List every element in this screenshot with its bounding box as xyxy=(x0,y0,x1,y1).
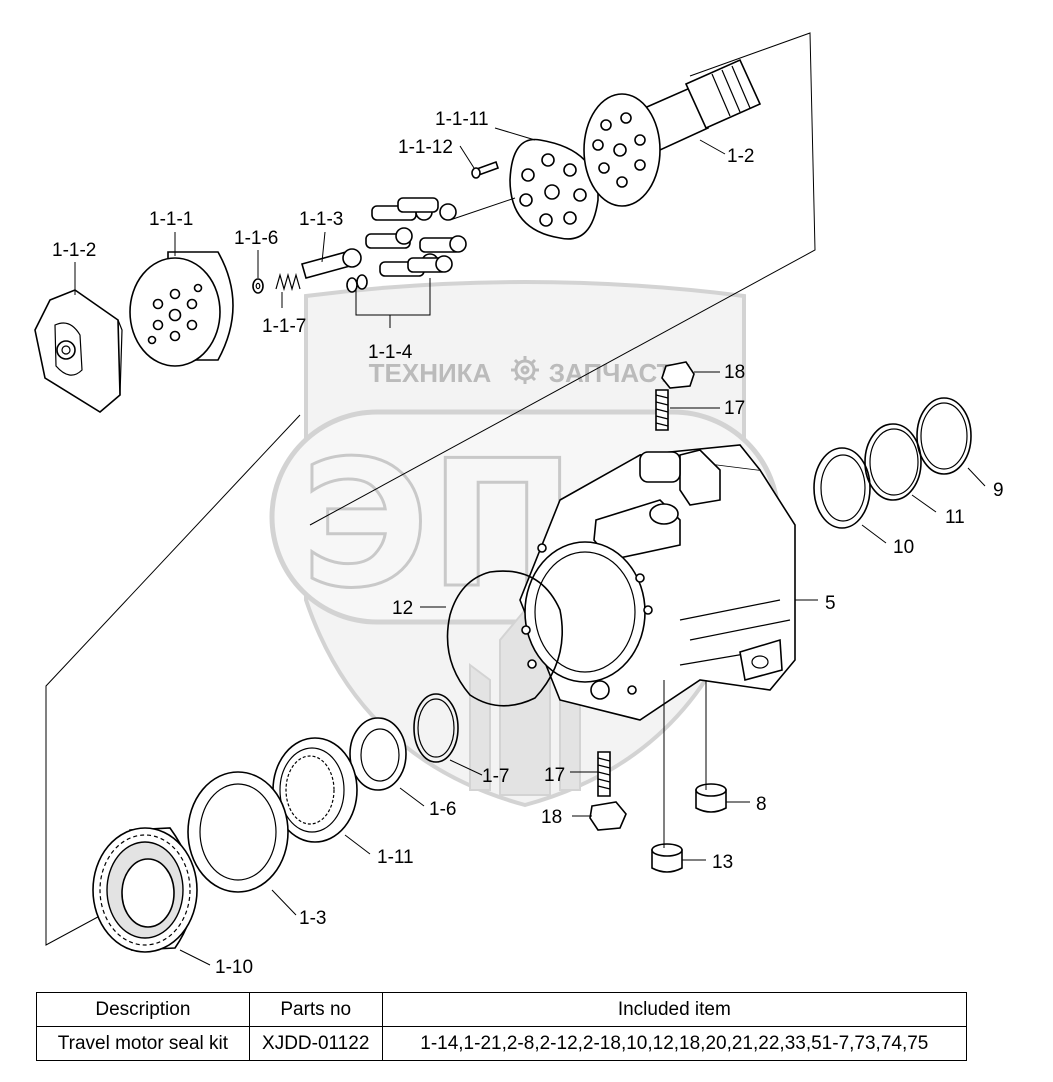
plug-13 xyxy=(651,843,683,873)
label-1-1-4: 1-1-4 xyxy=(368,342,413,363)
label-12: 12 xyxy=(392,598,413,619)
table-header-row: Description Parts no Included item xyxy=(36,992,968,1027)
label-1-6: 1-6 xyxy=(429,799,456,820)
label-17-upper: 17 xyxy=(724,398,745,419)
table-row: Travel motor seal kit XJDD-01122 1-14,1-… xyxy=(36,1026,968,1061)
label-10: 10 xyxy=(893,537,914,558)
label-18-upper: 18 xyxy=(724,362,745,383)
label-1-1-3: 1-1-3 xyxy=(299,209,343,230)
pistons xyxy=(346,197,467,328)
label-11: 11 xyxy=(945,507,965,528)
table-header-description: Description xyxy=(36,992,250,1027)
label-18-lower: 18 xyxy=(541,807,562,828)
valve-plate xyxy=(34,289,123,413)
label-9: 9 xyxy=(993,480,1004,501)
table-cell-included-item: 1-14,1-21,2-8,2-12,2-18,10,12,18,20,21,2… xyxy=(381,1026,968,1061)
roller-bearing xyxy=(92,827,198,953)
leader-lines xyxy=(74,127,986,966)
table-header-parts-no: Parts no xyxy=(248,992,383,1027)
seal-kit-table: Description Parts no Included item Trave… xyxy=(36,992,968,1061)
label-1-1-2: 1-1-2 xyxy=(52,240,96,261)
assembly-boundary-lines xyxy=(45,32,816,946)
spring xyxy=(275,272,301,292)
washer xyxy=(252,278,264,294)
pin xyxy=(301,248,362,279)
gear-icon xyxy=(511,356,539,384)
part-labels: 1-1-2 1-1-1 1-1-6 1-1-3 1-1-7 1-1-4 1-1-… xyxy=(52,109,1004,978)
label-1-1-12: 1-1-12 xyxy=(398,137,453,158)
exploded-parts-diagram: ЭПФ ТЕХНИКА ЗАПЧАСТИ xyxy=(34,32,1004,978)
label-1-3: 1-3 xyxy=(299,908,326,929)
label-13: 13 xyxy=(712,852,733,873)
o-ring xyxy=(446,570,563,707)
shaft xyxy=(583,58,762,207)
bolt-upper xyxy=(655,361,695,431)
watermark-left-word: ТЕХНИКА xyxy=(369,358,492,388)
cylinder-block xyxy=(129,251,234,367)
label-1-1-1: 1-1-1 xyxy=(149,209,193,230)
table-cell-parts-no: XJDD-01122 xyxy=(248,1026,383,1061)
screw xyxy=(471,160,500,179)
snap-ring xyxy=(413,693,459,763)
snap-ring-9 xyxy=(916,397,972,475)
ring-11 xyxy=(864,423,922,501)
label-1-7: 1-7 xyxy=(482,766,509,787)
label-8: 8 xyxy=(756,794,767,815)
label-1-1-6: 1-1-6 xyxy=(234,228,278,249)
label-5: 5 xyxy=(825,593,836,614)
label-17-lower: 17 xyxy=(544,765,565,786)
bolt-lower xyxy=(589,751,627,831)
oil-seal xyxy=(187,771,289,893)
plug-8 xyxy=(695,783,727,813)
retainer-plate xyxy=(509,138,599,240)
motor-housing xyxy=(519,444,796,721)
collar xyxy=(349,717,407,791)
label-1-1-7: 1-1-7 xyxy=(262,316,306,337)
table-cell-description: Travel motor seal kit xyxy=(36,1026,250,1061)
needle-bearing xyxy=(272,737,358,843)
label-1-2: 1-2 xyxy=(727,146,754,167)
label-1-10: 1-10 xyxy=(215,957,253,978)
table-header-included-item: Included item xyxy=(381,992,968,1027)
label-1-1-11: 1-1-11 xyxy=(435,109,489,130)
label-1-11: 1-11 xyxy=(377,847,414,868)
seal-ring-10 xyxy=(813,447,871,529)
